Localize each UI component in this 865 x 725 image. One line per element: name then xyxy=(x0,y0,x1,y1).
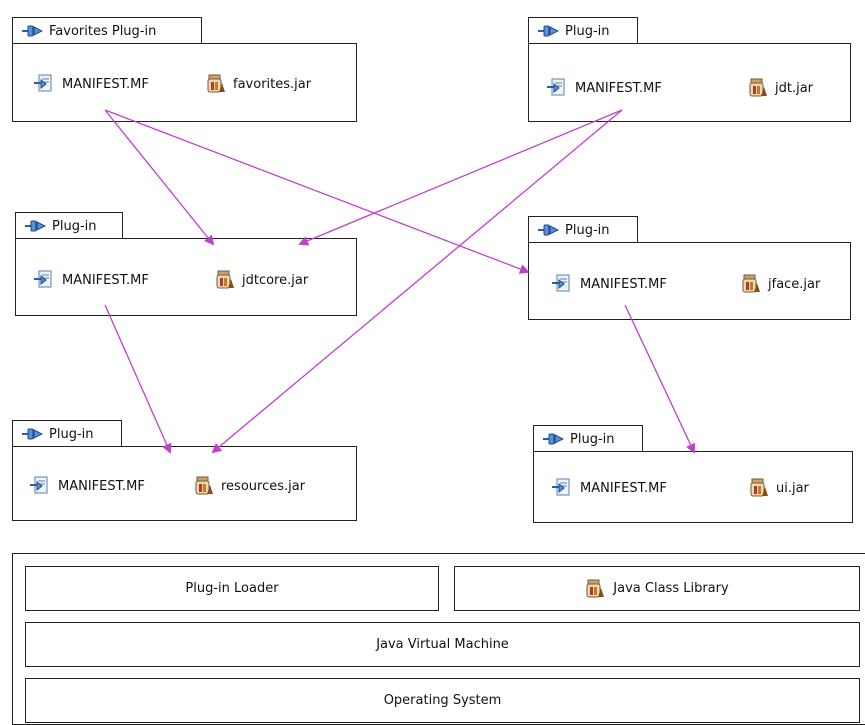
manifest-file[interactable]: MANIFEST.MF xyxy=(33,74,149,94)
plugin-loader-box: Plug-in Loader xyxy=(25,566,439,611)
plugin-jdtcore-tab: Plug-in xyxy=(15,212,123,239)
manifest-icon xyxy=(34,270,52,288)
plugin-icon xyxy=(22,25,43,37)
jar-icon xyxy=(216,270,234,289)
runtime-container: Plug-in Loader Java Class Library Java V… xyxy=(12,553,865,725)
jar-file[interactable]: jdt.jar xyxy=(748,78,813,98)
jar-label: jdt.jar xyxy=(775,80,814,96)
plugin-icon xyxy=(538,25,559,37)
jar-icon xyxy=(207,74,225,93)
manifest-label: MANIFEST.MF xyxy=(580,480,667,496)
jar-file[interactable]: jface.jar xyxy=(741,274,820,294)
manifest-file[interactable]: MANIFEST.MF xyxy=(29,476,145,496)
manifest-label: MANIFEST.MF xyxy=(58,478,145,494)
jar-file[interactable]: resources.jar xyxy=(194,476,305,496)
class-library-label: Java Class Library xyxy=(613,581,729,596)
plugin-title: Plug-in xyxy=(570,431,615,447)
jar-icon xyxy=(749,78,767,97)
plugin-icon xyxy=(25,220,46,232)
class-library-box: Java Class Library xyxy=(454,566,860,611)
plugin-ui: MANIFEST.MF ui.jar xyxy=(533,451,853,523)
plugin-title: Favorites Plug-in xyxy=(49,23,157,39)
jar-label: jface.jar xyxy=(768,276,821,292)
manifest-label: MANIFEST.MF xyxy=(62,272,149,288)
plugin-favorites-tab: Favorites Plug-in xyxy=(12,17,202,44)
plugin-icon xyxy=(538,224,559,236)
jar-file[interactable]: jdtcore.jar xyxy=(215,270,308,290)
manifest-icon xyxy=(552,274,570,292)
jar-icon xyxy=(742,274,760,293)
plugin-icon xyxy=(543,433,564,445)
jar-label: ui.jar xyxy=(776,480,809,496)
plugin-jdtcore: MANIFEST.MF jdtcore.jar xyxy=(15,238,357,316)
plugin-resources-tab: Plug-in xyxy=(12,420,122,447)
manifest-file[interactable]: MANIFEST.MF xyxy=(546,78,662,98)
jvm-box: Java Virtual Machine xyxy=(25,622,860,667)
manifest-icon xyxy=(30,476,48,494)
plugin-title: Plug-in xyxy=(565,222,610,238)
manifest-icon xyxy=(34,74,52,92)
plugin-jface: MANIFEST.MF jface.jar xyxy=(528,242,851,320)
manifest-file[interactable]: MANIFEST.MF xyxy=(551,478,667,498)
jar-label: favorites.jar xyxy=(233,76,312,92)
os-box: Operating System xyxy=(25,678,860,723)
manifest-file[interactable]: MANIFEST.MF xyxy=(551,274,667,294)
plugin-jdt: MANIFEST.MF jdt.jar xyxy=(528,43,851,122)
manifest-label: MANIFEST.MF xyxy=(580,276,667,292)
manifest-label: MANIFEST.MF xyxy=(62,76,149,92)
plugin-ui-tab: Plug-in xyxy=(533,425,643,452)
jar-icon xyxy=(750,478,768,497)
plugin-title: Plug-in xyxy=(565,23,610,39)
jvm-label: Java Virtual Machine xyxy=(376,637,509,652)
manifest-icon xyxy=(547,78,565,96)
manifest-label: MANIFEST.MF xyxy=(575,80,662,96)
plugin-jface-tab: Plug-in xyxy=(528,216,638,243)
jar-label: resources.jar xyxy=(221,478,306,494)
plugin-title: Plug-in xyxy=(49,426,94,442)
plugin-loader-label: Plug-in Loader xyxy=(185,581,279,596)
jar-file[interactable]: ui.jar xyxy=(749,478,809,498)
plugin-jdt-tab: Plug-in xyxy=(528,17,638,44)
jar-icon xyxy=(586,579,605,597)
manifest-icon xyxy=(552,478,570,496)
plugin-resources: MANIFEST.MF resources.jar xyxy=(12,446,357,521)
jar-icon xyxy=(195,476,213,495)
jar-label: jdtcore.jar xyxy=(242,272,309,288)
os-label: Operating System xyxy=(383,693,502,708)
plugin-favorites: MANIFEST.MF favorites.jar xyxy=(12,43,357,122)
plugin-icon xyxy=(22,428,43,440)
manifest-file[interactable]: MANIFEST.MF xyxy=(33,270,149,290)
jar-file[interactable]: favorites.jar xyxy=(206,74,311,94)
plugin-title: Plug-in xyxy=(52,218,97,234)
